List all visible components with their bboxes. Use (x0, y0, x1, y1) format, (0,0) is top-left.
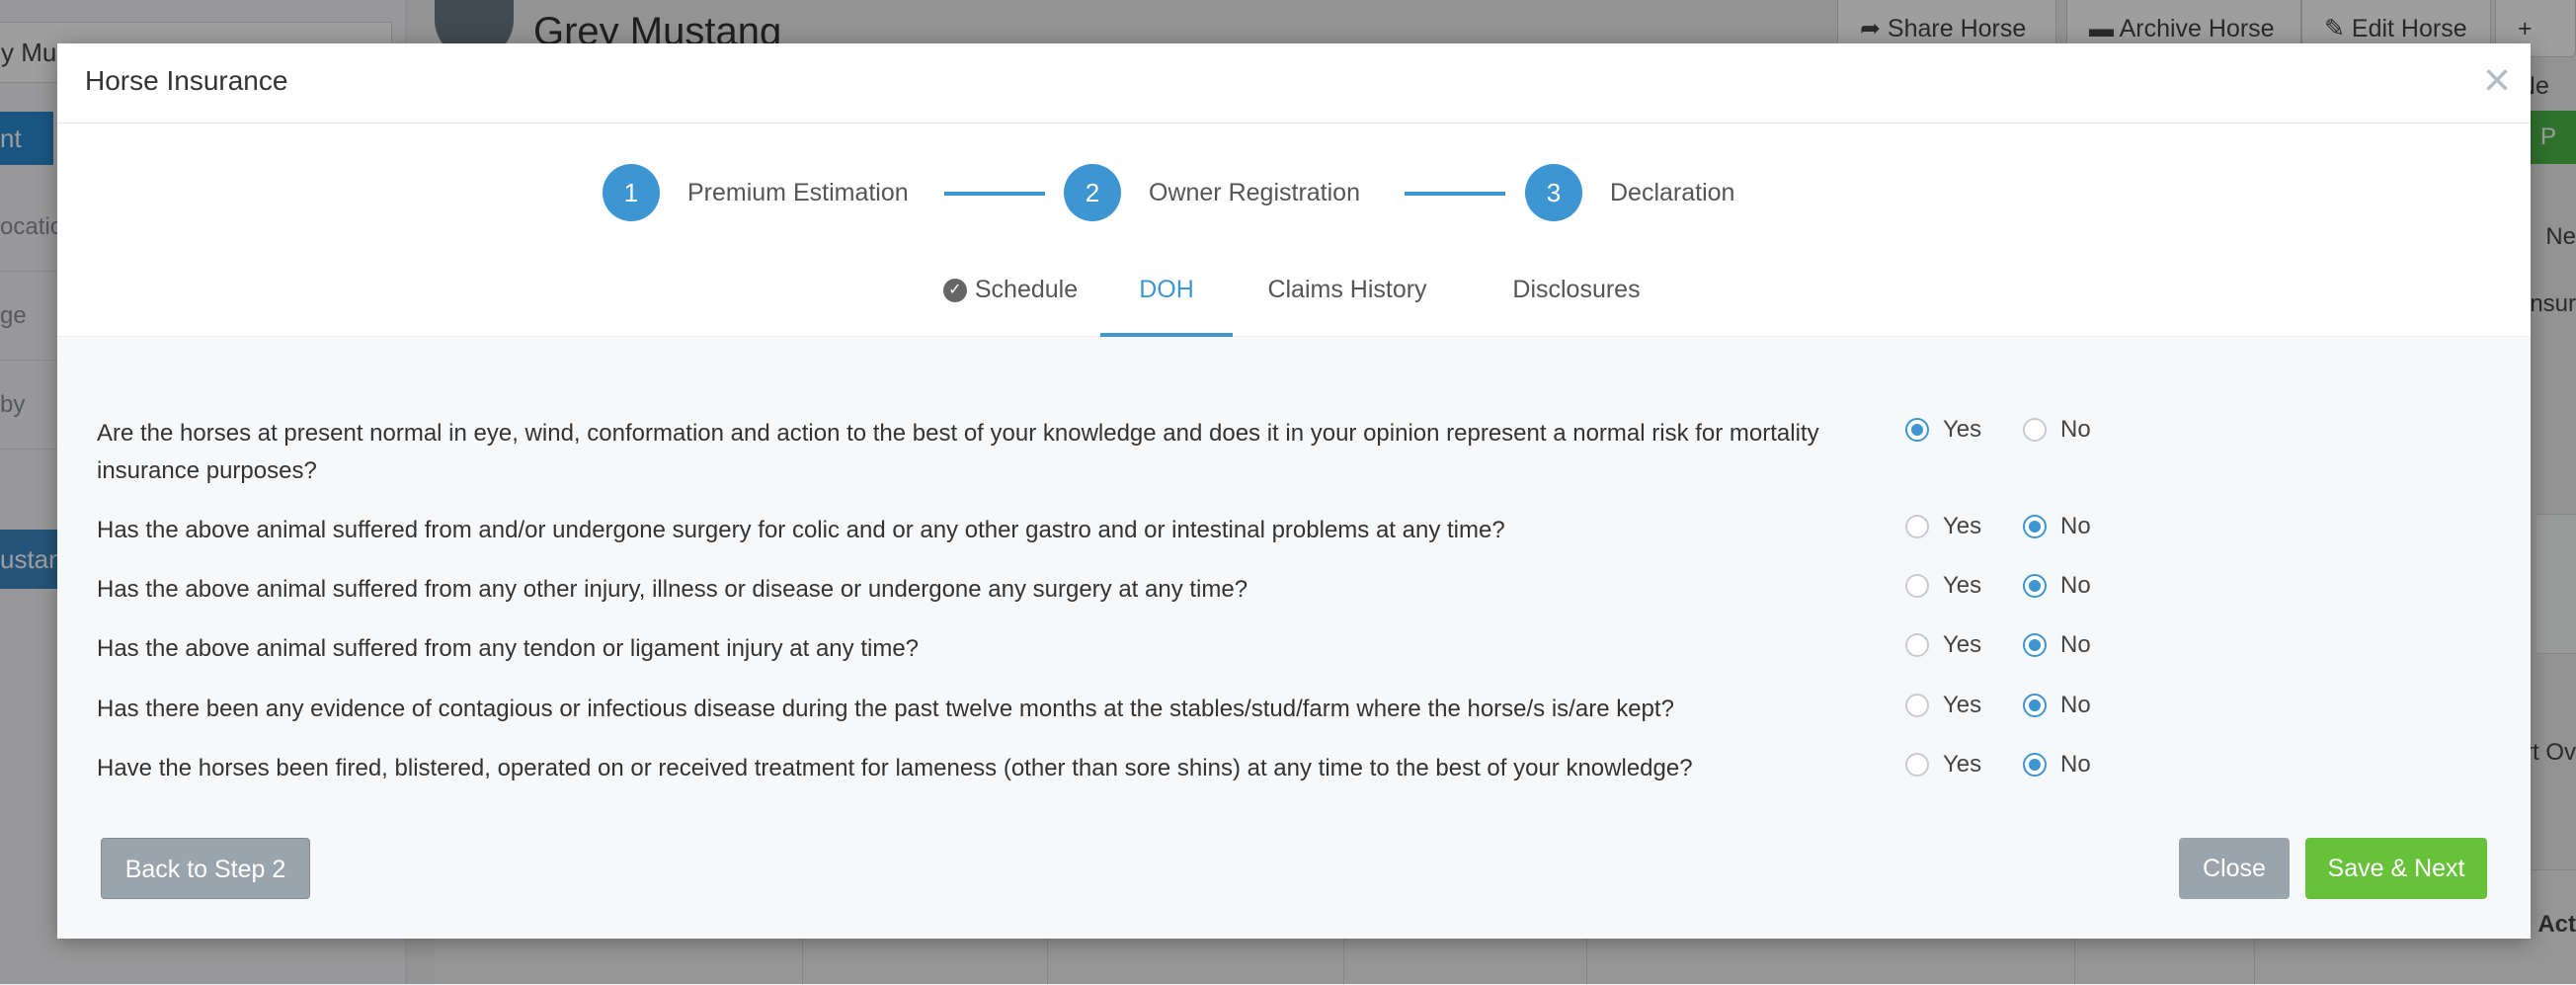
close-button[interactable]: Close (2179, 838, 2290, 899)
question-2-yes-option[interactable]: Yes (1905, 513, 1981, 540)
radio-label: Yes (1943, 692, 1982, 718)
radio-no[interactable] (2023, 418, 2047, 442)
radio-no[interactable] (2023, 633, 2047, 657)
question-text: Has the above animal suffered from any t… (97, 635, 920, 662)
question-4-yes-option[interactable]: Yes (1905, 631, 1981, 659)
radio-no[interactable] (2023, 694, 2047, 717)
side-panel (2536, 514, 2576, 654)
radio-label: No (2060, 416, 2091, 443)
step-connector (1405, 192, 1505, 196)
close-icon[interactable]: × (2482, 54, 2511, 107)
archive-horse-label: Archive Horse (2119, 15, 2275, 42)
radio-label: Yes (1943, 572, 1982, 599)
step-premium-estimation[interactable]: 1 Premium Estimation (603, 164, 909, 221)
pencil-icon: ✎ (2324, 15, 2352, 42)
question-3-yes-option[interactable]: Yes (1905, 572, 1981, 600)
radio-label: Yes (1943, 513, 1982, 539)
question-text: Has the above animal suffered from and/o… (97, 517, 1505, 543)
question-text: Are the horses at present normal in eye,… (97, 420, 1819, 484)
tab-doh[interactable]: DOH (1100, 252, 1233, 337)
question-6-yes-option[interactable]: Yes (1905, 751, 1981, 779)
radio-label: Yes (1943, 416, 1982, 443)
step-label: Premium Estimation (687, 178, 909, 206)
share-icon: ➦ (1860, 15, 1888, 42)
save-next-button[interactable]: Save & Next (2305, 838, 2487, 899)
question-1-no-option[interactable]: No (2023, 416, 2091, 444)
question-5-no-option[interactable]: No (2023, 692, 2091, 719)
radio-no[interactable] (2023, 574, 2047, 598)
radio-label: Yes (1943, 751, 1982, 778)
tab-label: DOH (1139, 276, 1194, 303)
tab-label: Claims History (1267, 276, 1427, 303)
question-1-yes-option[interactable]: Yes (1905, 416, 1981, 444)
tab-disclosures[interactable]: Disclosures (1488, 252, 1665, 337)
radio-label: No (2060, 513, 2091, 539)
radio-label: No (2060, 631, 2091, 658)
new-link[interactable]: Ne (2545, 223, 2576, 250)
radio-yes[interactable] (1905, 633, 1929, 657)
step-number: 1 (603, 164, 660, 221)
question-text: Has the above animal suffered from any o… (97, 576, 1248, 603)
tab-claims-history[interactable]: Claims History (1248, 252, 1446, 337)
check-circle-icon: ✓ (942, 279, 967, 303)
radio-label: No (2060, 751, 2091, 778)
declaration-tabs: ✓ Schedule DOH Claims History Disclosures (57, 252, 2531, 337)
step-declaration[interactable]: 3 Declaration (1525, 164, 1734, 221)
radio-yes[interactable] (1905, 574, 1929, 598)
modal-title: Horse Insurance (85, 65, 288, 96)
step-number: 2 (1064, 164, 1121, 221)
radio-label: No (2060, 692, 2091, 718)
radio-label: No (2060, 572, 2091, 599)
stepper: 1 Premium Estimation 2 Owner Registratio… (57, 123, 2531, 337)
tab-label: Disclosures (1512, 276, 1641, 303)
radio-yes[interactable] (1905, 418, 1929, 442)
horse-insurance-modal: Horse Insurance × 1 Premium Estimation 2… (57, 43, 2531, 939)
step-owner-registration[interactable]: 2 Owner Registration (1064, 164, 1360, 221)
archive-icon: ▬ (2089, 15, 2120, 42)
report-overview-link[interactable]: rt Ov (2525, 739, 2576, 766)
question-4-no-option[interactable]: No (2023, 631, 2091, 659)
modal-header: Horse Insurance × (57, 43, 2531, 123)
actions-column-header: Act (2537, 911, 2576, 938)
radio-label: Yes (1943, 631, 1982, 658)
insurance-link[interactable]: nsur (2530, 290, 2576, 317)
radio-no[interactable] (2023, 515, 2047, 538)
question-text: Have the horses been fired, blistered, o… (97, 755, 1693, 781)
radio-yes[interactable] (1905, 753, 1929, 777)
step-label: Declaration (1610, 178, 1735, 206)
question-5-yes-option[interactable]: Yes (1905, 692, 1981, 719)
share-horse-label: Share Horse (1887, 15, 2027, 42)
question-6-no-option[interactable]: No (2023, 751, 2091, 779)
edit-horse-label: Edit Horse (2351, 15, 2467, 42)
radio-yes[interactable] (1905, 694, 1929, 717)
step-connector (944, 192, 1045, 196)
question-3-no-option[interactable]: No (2023, 572, 2091, 600)
radio-yes[interactable] (1905, 515, 1929, 538)
step-label: Owner Registration (1149, 178, 1360, 206)
back-to-step-2-button[interactable]: Back to Step 2 (101, 838, 310, 899)
radio-no[interactable] (2023, 753, 2047, 777)
sidebar-active-button[interactable]: nt (0, 112, 53, 165)
tab-schedule[interactable]: ✓ Schedule (917, 252, 1104, 337)
plus-icon: + (2518, 15, 2533, 42)
question-2-no-option[interactable]: No (2023, 513, 2091, 540)
step-number: 3 (1525, 164, 1582, 221)
question-text: Has there been any evidence of contagiou… (97, 696, 1674, 722)
tab-label: Schedule (974, 276, 1079, 303)
green-action-button[interactable]: P (2527, 111, 2576, 164)
